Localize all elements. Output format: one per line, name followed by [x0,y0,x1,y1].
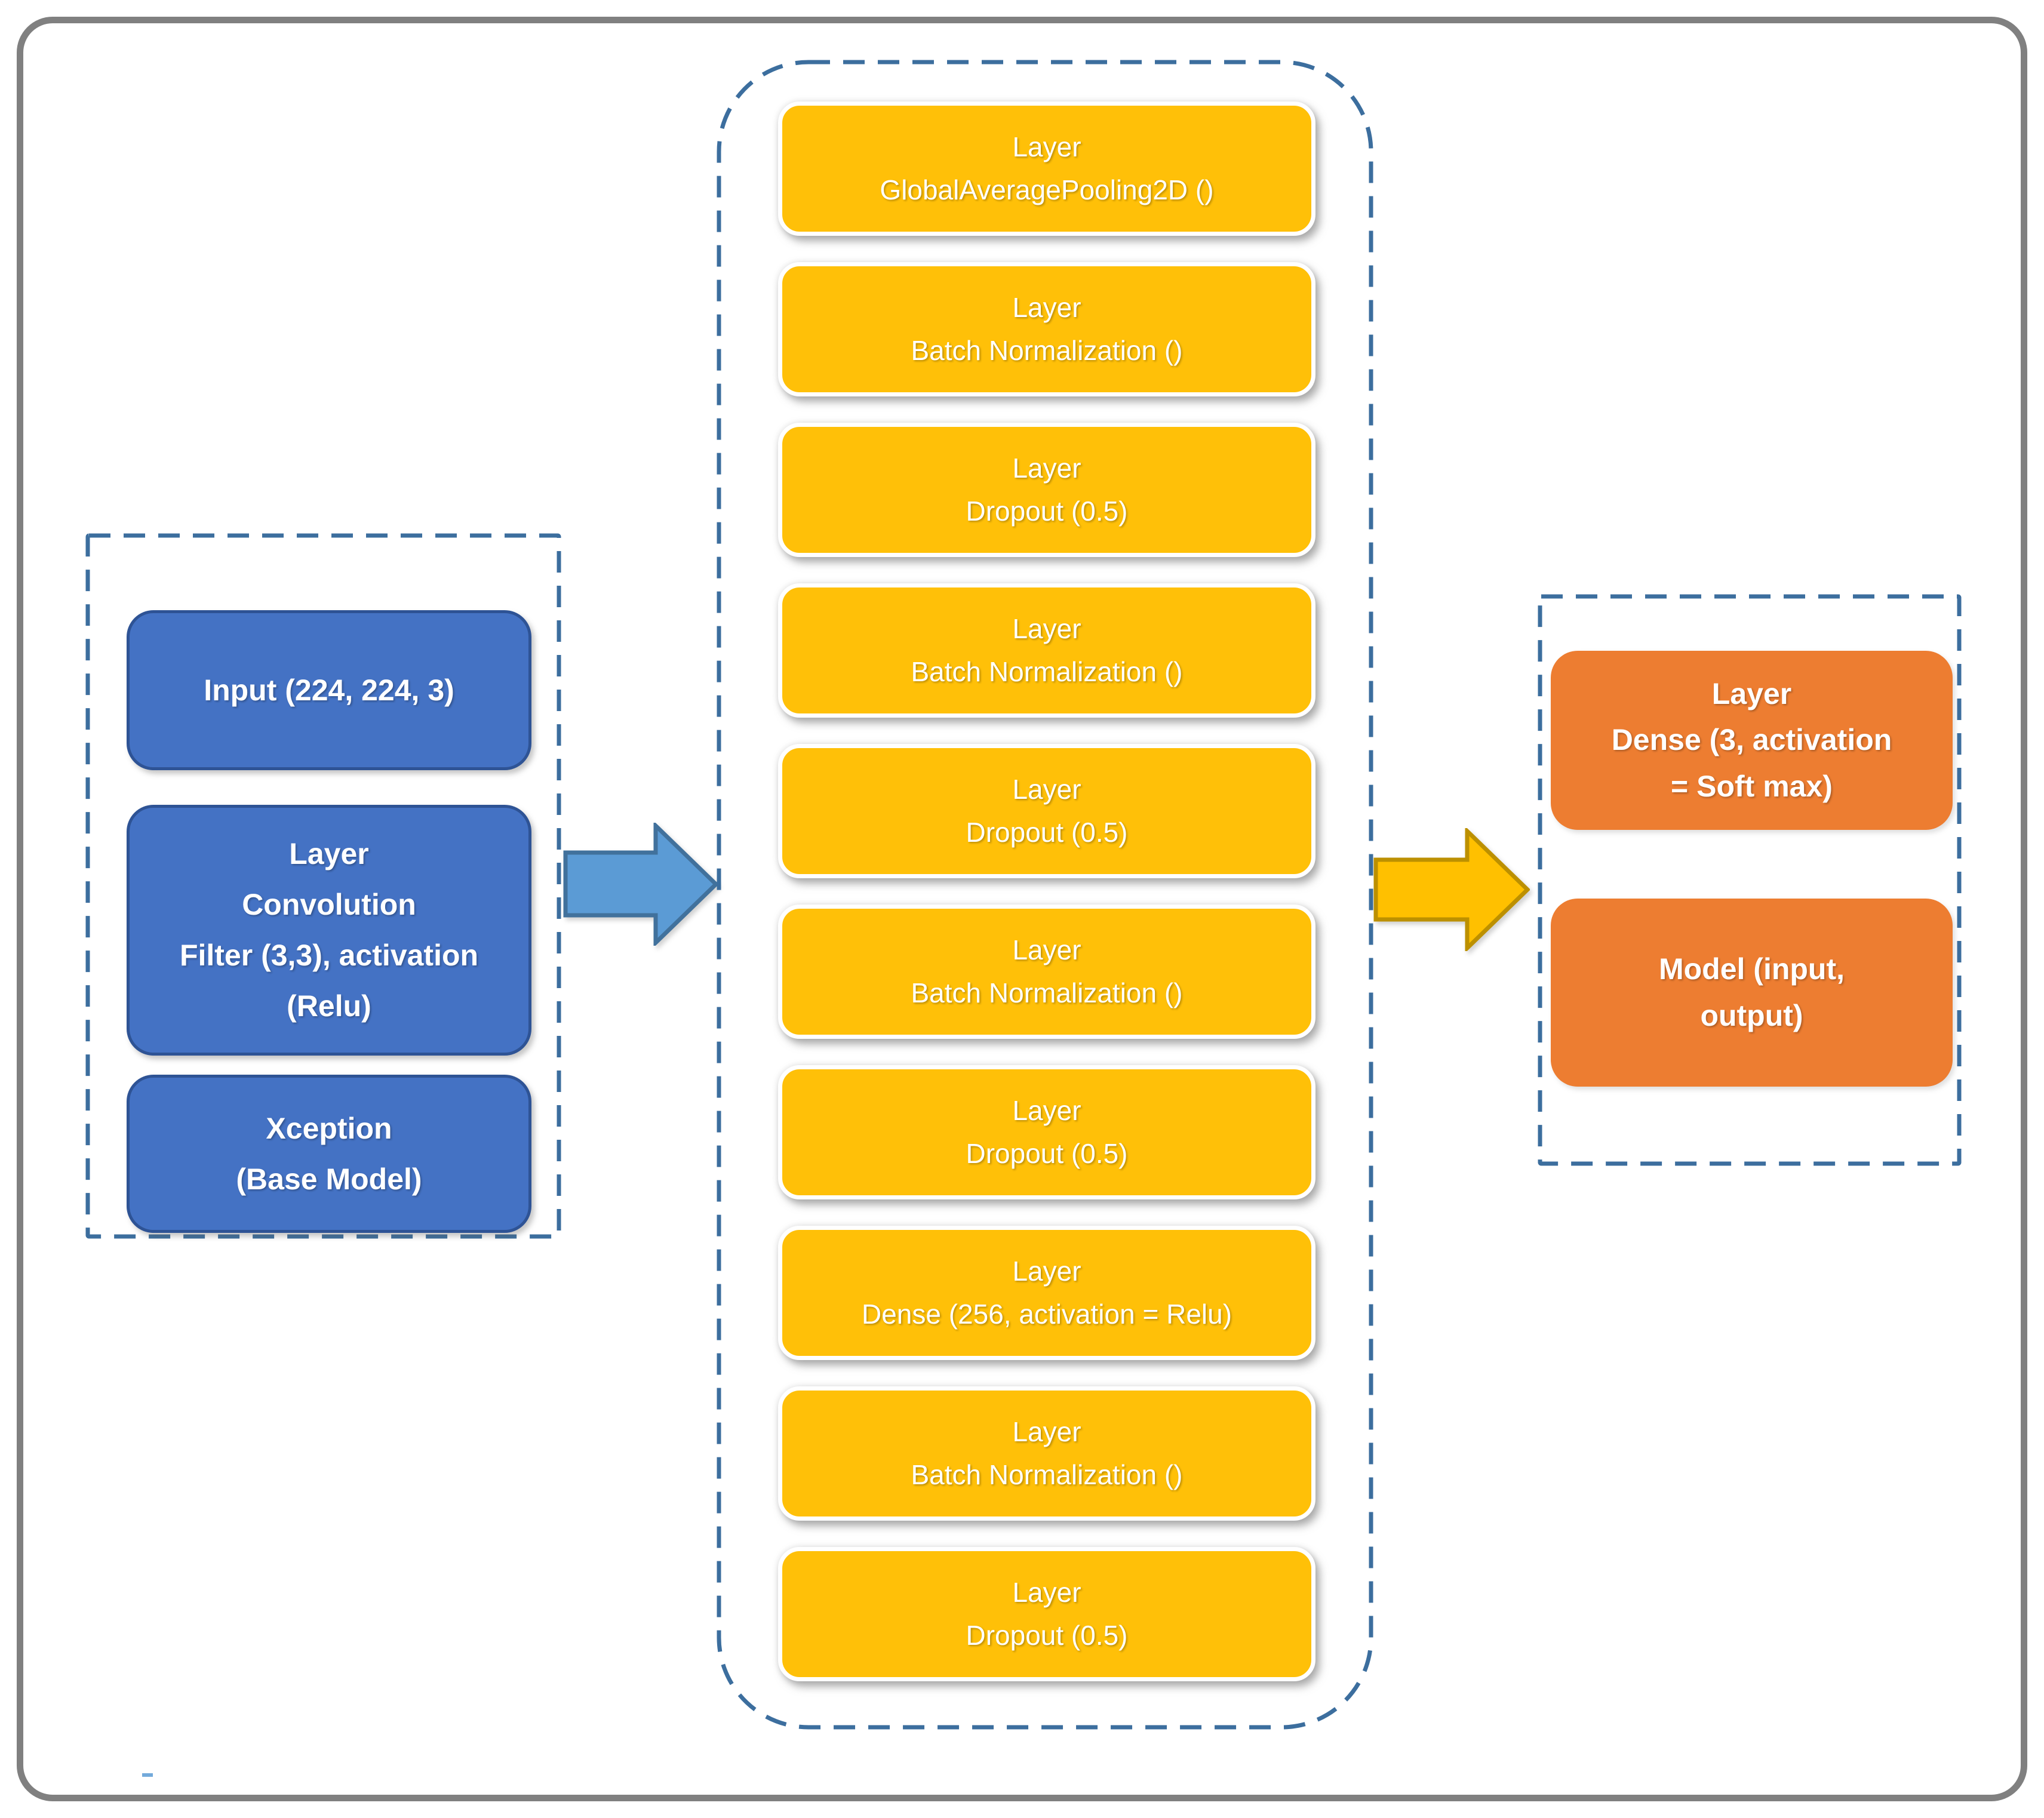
node-text-line: Filter (3,3), activation [179,939,479,972]
base-model-group: Input (224, 224, 3) Layer Convolution Fi… [85,533,561,1239]
base-group-dashed-border [85,533,561,1239]
node-text-line: = Soft max) [1671,769,1833,803]
node-dropout-2: Layer Dropout (0.5) [778,744,1315,878]
node-text-line: Input (224, 224, 3) [204,673,454,707]
arrow-head-to-output-icon [1373,828,1530,951]
node-dropout-4: Layer Dropout (0.5) [778,1547,1315,1681]
node-text-line: Batch Normalization () [911,656,1183,687]
node-text-line: Layer [1012,613,1081,645]
node-dropout-3: Layer Dropout (0.5) [778,1065,1315,1199]
node-text-line: Xception [266,1111,392,1145]
node-batchnorm-1: Layer Batch Normalization () [778,262,1315,396]
node-text-line: Dense (3, activation [1611,723,1892,757]
node-dropout-1: Layer Dropout (0.5) [778,423,1315,557]
node-text-line: Convolution [242,888,416,921]
node-batchnorm-4: Layer Batch Normalization () [778,1386,1315,1521]
node-text-line: GlobalAveragePooling2D () [880,174,1214,205]
node-text-line: output) [1700,998,1803,1032]
node-text-line: (Base Model) [236,1162,422,1196]
node-model-output: Model (input, output) [1551,899,1953,1087]
head-group-dashed-border [717,60,1373,1730]
node-xception: Xception (Base Model) [127,1075,531,1233]
node-text-line: Layer [1012,1416,1081,1448]
node-text-line: (Relu) [287,989,371,1023]
node-text-line: Layer [1711,676,1792,710]
node-text-line: Dense (256, activation = Relu) [861,1298,1232,1330]
node-text-line: Dropout (0.5) [966,816,1128,848]
node-text-line: Dropout (0.5) [966,1137,1128,1169]
stray-blue-mark [142,1773,153,1777]
node-globalaveragepooling: Layer GlobalAveragePooling2D () [778,101,1315,236]
node-text-line: Batch Normalization () [911,334,1183,366]
node-text-line: Layer [289,837,369,870]
node-batchnorm-3: Layer Batch Normalization () [778,905,1315,1039]
node-text-line: Batch Normalization () [911,977,1183,1008]
output-group: Layer Dense (3, activation = Soft max) M… [1538,594,1962,1166]
classifier-head-group: Layer GlobalAveragePooling2D () Layer Ba… [717,60,1373,1730]
node-batchnorm-2: Layer Batch Normalization () [778,583,1315,718]
output-group-dashed-border [1538,594,1962,1166]
node-text-line: Batch Normalization () [911,1459,1183,1490]
node-text-line: Dropout (0.5) [966,495,1128,527]
node-input: Input (224, 224, 3) [127,610,531,770]
arrow-base-to-head-icon [563,823,718,946]
node-text-line: Layer [1012,453,1081,484]
node-text-line: Model (input, [1658,952,1845,986]
node-text-line: Layer [1012,774,1081,805]
node-text-line: Layer [1012,1256,1081,1287]
node-text-line: Dropout (0.5) [966,1619,1128,1651]
node-convolution: Layer Convolution Filter (3,3), activati… [127,805,531,1056]
node-text-line: Layer [1012,131,1081,163]
node-dense-softmax: Layer Dense (3, activation = Soft max) [1551,651,1953,830]
node-text-line: Layer [1012,1095,1081,1127]
node-text-line: Layer [1012,292,1081,324]
node-text-line: Layer [1012,1577,1081,1608]
node-dense-256: Layer Dense (256, activation = Relu) [778,1226,1315,1360]
node-text-line: Layer [1012,934,1081,966]
